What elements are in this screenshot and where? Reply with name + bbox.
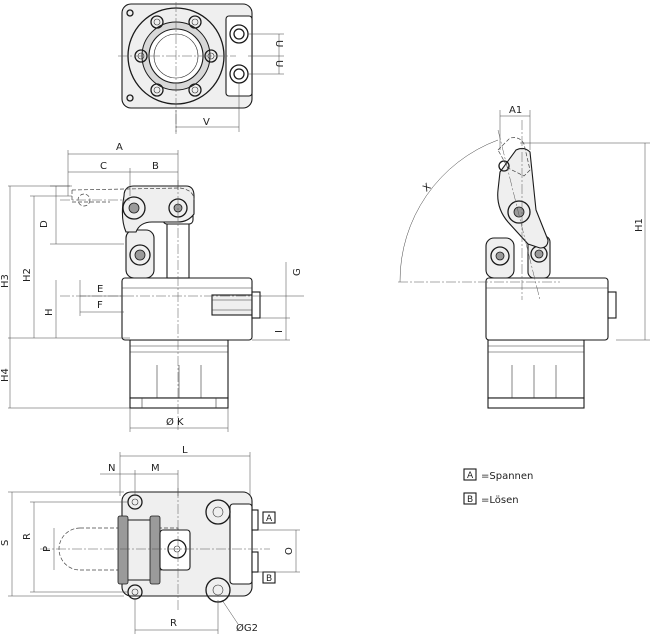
port-b-label: B <box>266 574 272 584</box>
top-view: U U V <box>118 2 284 134</box>
bottom-clevis <box>159 529 191 571</box>
bottom-view: A B L N M S R P O R ØG2 <box>0 445 300 634</box>
dim-l: L <box>182 445 188 456</box>
dim-s: S <box>0 540 11 546</box>
dim-r-bottom: R <box>170 618 177 629</box>
legend-text-b: =Lösen <box>481 495 519 506</box>
dim-h3: H3 <box>0 274 11 288</box>
dim-c: C <box>100 161 107 172</box>
port-a-box <box>262 511 276 524</box>
bottom-arm-ghost <box>58 527 179 571</box>
dim-a1: A1 <box>509 105 522 116</box>
legend-key-b: B <box>467 495 473 505</box>
dim-r-left: R <box>22 533 33 540</box>
dim-x: X <box>421 181 433 194</box>
dim-v: V <box>203 117 210 128</box>
dim-k: Ø K <box>166 416 184 428</box>
dim-f: F <box>97 300 103 311</box>
port-a-label: A <box>266 514 273 524</box>
side-view: X A1 H1 <box>398 105 650 409</box>
dim-e: E <box>97 284 103 295</box>
legend-key-a-box <box>463 468 477 481</box>
legend-key-a: A <box>467 471 474 481</box>
dim-a: A <box>116 142 123 153</box>
side-lever <box>497 147 549 249</box>
dim-u-lower: U <box>273 60 284 67</box>
dim-n: N <box>108 463 115 474</box>
front-lever-travel-ghost <box>71 187 195 201</box>
dim-o: O <box>284 547 295 555</box>
bottom-port-block <box>229 503 253 585</box>
dim-h4: H4 <box>0 368 11 382</box>
dim-h1: H1 <box>634 218 645 232</box>
side-swing-arc <box>399 139 499 283</box>
front-clamp-lever <box>121 185 195 233</box>
side-lever-ghost <box>497 137 531 177</box>
dim-d: D <box>39 220 50 228</box>
side-main-block <box>485 277 609 341</box>
dim-h: H <box>44 308 55 316</box>
port-legend: A =Spannen B =Lösen <box>463 468 533 506</box>
side-cylinder <box>487 339 585 399</box>
dim-g2: ØG2 <box>236 622 258 634</box>
front-cylinder-base <box>129 397 229 409</box>
front-view: A C B D H3 H2 H H4 E F G I <box>0 142 304 432</box>
front-side-fitting <box>211 294 253 316</box>
dim-b: B <box>152 161 159 172</box>
legend-key-b-box <box>463 492 477 505</box>
dim-i: I <box>274 330 285 333</box>
dim-m: M <box>151 463 160 474</box>
dim-u-upper: U <box>273 40 284 47</box>
dim-p: P <box>42 546 53 552</box>
legend-text-a: =Spannen <box>481 471 533 482</box>
dim-g: G <box>292 268 303 276</box>
dim-h2: H2 <box>22 268 33 282</box>
